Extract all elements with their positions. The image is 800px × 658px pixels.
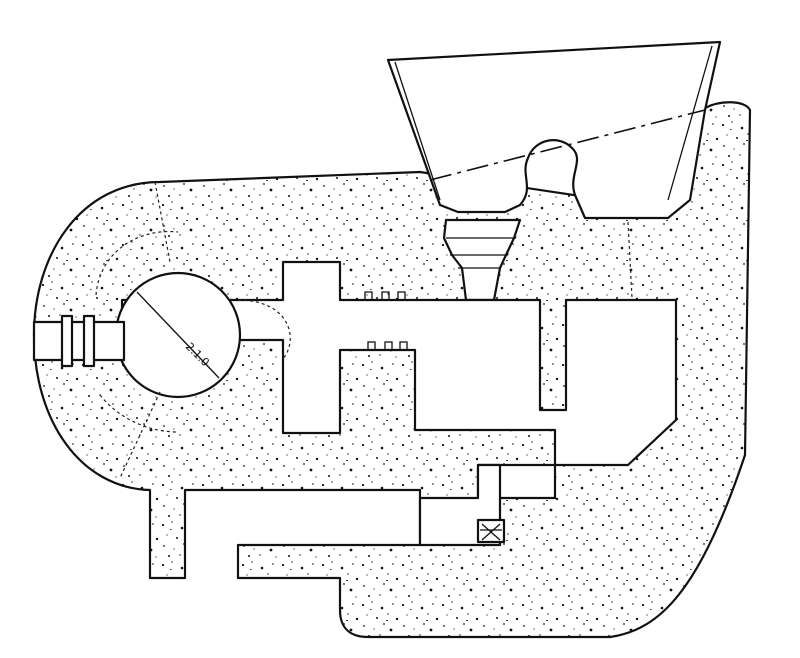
gun-port-ring-1 <box>60 314 74 368</box>
wall-dashed-line-top <box>154 181 171 263</box>
gun-mount-rings <box>446 237 516 269</box>
dome-outer-dashed-arc <box>95 230 291 433</box>
entrance-door-hinge <box>480 523 502 541</box>
gun-port-tube <box>32 320 126 362</box>
embrasure-sight-line <box>429 109 706 181</box>
embrasure-opening <box>386 40 722 220</box>
concrete-mass <box>32 101 752 639</box>
gun-port-ring-2 <box>82 314 96 368</box>
wall-dashed-line-bottom <box>119 391 161 479</box>
corridor-notches-top <box>364 291 406 300</box>
corridor-notches-lower <box>367 341 408 350</box>
dome-diameter-line <box>136 291 220 379</box>
entrance-door <box>476 518 506 544</box>
central-corridor <box>120 260 678 500</box>
wall-dashed-line-right <box>627 221 633 299</box>
embrasure-inner-edge <box>394 45 713 201</box>
